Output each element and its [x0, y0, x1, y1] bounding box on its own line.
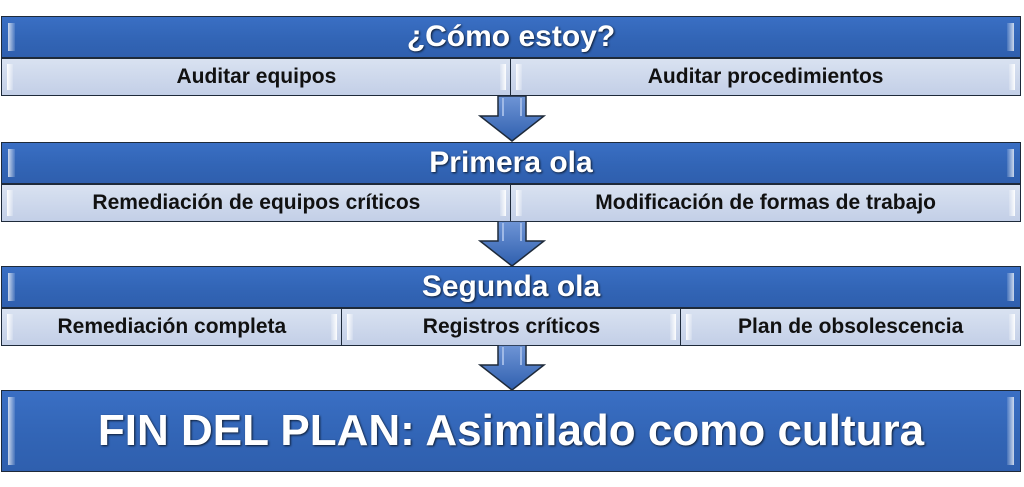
stage-3-item-3: Plan de obsolescencia: [680, 308, 1022, 346]
stage-3-item-2: Registros críticos: [341, 308, 682, 346]
stage-2-title: Primera ola: [429, 146, 593, 179]
stage-1-title: ¿Cómo estoy?: [406, 20, 616, 53]
stage-1-item-2: Auditar procedimientos: [510, 58, 1021, 96]
stage-2-item-1: Remediación de equipos críticos: [1, 184, 512, 222]
down-arrow-icon: [478, 345, 546, 391]
down-arrow-icon: [478, 221, 546, 267]
stage-2-header: Primera ola: [1, 142, 1021, 184]
down-arrow-icon: [478, 96, 546, 142]
stage-2-items: Remediación de equipos críticos Modifica…: [1, 184, 1021, 222]
final-title: FIN DEL PLAN: Asimilado como cultura: [97, 406, 925, 455]
stage-1-header: ¿Cómo estoy?: [1, 16, 1021, 58]
stage-3-header: Segunda ola: [1, 266, 1021, 308]
stage-3-item-1: Remediación completa: [1, 308, 343, 346]
final-banner: FIN DEL PLAN: Asimilado como cultura: [1, 390, 1021, 472]
stage-3-title: Segunda ola: [421, 270, 601, 303]
stage-3-items: Remediación completa Registros críticos …: [1, 308, 1022, 346]
stage-1-item-1: Auditar equipos: [1, 58, 512, 96]
stage-2-item-2: Modificación de formas de trabajo: [510, 184, 1021, 222]
stage-1-items: Auditar equipos Auditar procedimientos: [1, 58, 1021, 96]
